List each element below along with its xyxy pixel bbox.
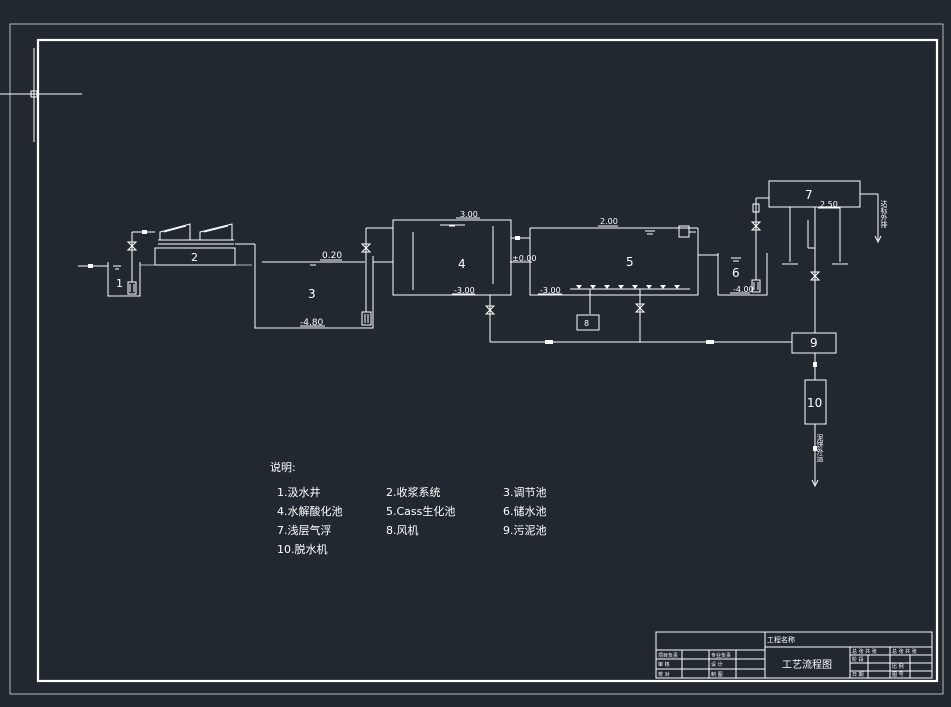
legend-title: 说明: [270,461,296,474]
legend-item-9: 9.污泥池 [503,524,547,537]
unit-4-hydrolysis-tank: 3.00 4 -3.00 ±0.00 [392,210,537,296]
unit-label-6: 6 [732,266,740,280]
tb-cell-discipline-lead: 专业负责 [711,652,731,659]
unit-7-air-flotation: 7 2.50 达标外排 [768,180,888,333]
note-discharge: 达标外排 [880,199,888,229]
tb-cell-check: 校 对 [658,671,670,678]
drawing-border [36,38,939,683]
tb-drawing-title: 工艺流程图 [782,658,832,671]
unit-6-storage-tank: 6 -4.00 [698,197,769,296]
unit-10-dewatering: 10 泥饼外运 [804,379,827,488]
tb-cell-drawing-no: 图 号 [892,672,904,678]
unit-8-blower: 8 [576,314,600,331]
legend-item-1: 1.汲水井 [277,486,321,499]
sludge-pipeline [484,295,792,344]
level-0-20: 0.20 [322,251,342,261]
legend-item-5: 5.Cass生化池 [386,505,456,518]
tb-cell-date: 日 期 [852,672,864,678]
aeration-diffusers [576,285,680,289]
level-m3-00-tank5: -3.00 [540,286,561,295]
unit-label-1: 1 [116,277,123,290]
level-2-00: 2.00 [600,217,618,226]
tb-cell-sheets-1: 总 张 共 张 [852,648,877,655]
level-pm0-00: ±0.00 [512,254,537,263]
legend-item-4: 4.水解酸化池 [277,505,343,518]
unit-5-cass-tank: 2.00 5 -3.00 [529,217,699,342]
level-2-50: 2.50 [820,200,838,209]
tb-cell-scale: 比 例 [892,663,904,670]
tb-cell-review: 审 核 [658,661,670,668]
legend-item-6: 6.储水池 [503,505,547,518]
unit-label-9: 9 [810,336,818,350]
cad-crosshair-cursor [0,48,82,142]
unit-label-4: 4 [458,257,466,271]
title-block: 工程名称 工艺流程图 项目负责 专业负责 审 核 设 计 校 对 制 图 总 张… [655,631,933,679]
level-3-00: 3.00 [460,210,478,219]
tb-cell-draft: 制 图 [711,671,723,678]
tb-cell-project-lead: 项目负责 [658,652,678,659]
legend-item-2: 2.收浆系统 [386,486,441,499]
tb-cell-sheets-2: 总 张 共 张 [892,648,917,655]
unit-label-10: 10 [807,396,822,410]
legend-notes: 说明: 1.汲水井 2.收浆系统 3.调节池 4.水解酸化池 5.Cass生化池… [270,458,570,558]
legend-item-10: 10.脱水机 [277,543,328,556]
unit-3-equalization-tank: 0.20 3 -4.80 [254,227,393,329]
unit-2-screen-system: 2 [140,223,256,266]
level-m4-80: -4.80 [300,318,324,328]
legend-item-8: 8.风机 [386,524,419,537]
note-sludge-cake: 泥饼外运 [816,434,824,463]
unit-label-3: 3 [308,287,316,301]
unit-label-5: 5 [626,255,634,269]
tb-cell-stage: 阶 段 [852,656,864,663]
unit-9-sludge-tank: 9 [791,332,837,380]
legend-item-7: 7.浅层气浮 [277,524,332,537]
level-m3-00-tank4: -3.00 [454,286,475,295]
tb-project-name-label: 工程名称 [767,635,795,644]
legend-item-3: 3.调节池 [503,486,547,499]
tb-cell-design: 设 计 [711,661,723,668]
unit-label-8: 8 [584,319,589,328]
level-m4-00: -4.00 [733,285,754,294]
unit-label-2: 2 [191,251,198,264]
unit-label-7: 7 [805,188,813,202]
outer-frame [9,23,944,695]
pipe-1-to-2 [126,230,155,251]
